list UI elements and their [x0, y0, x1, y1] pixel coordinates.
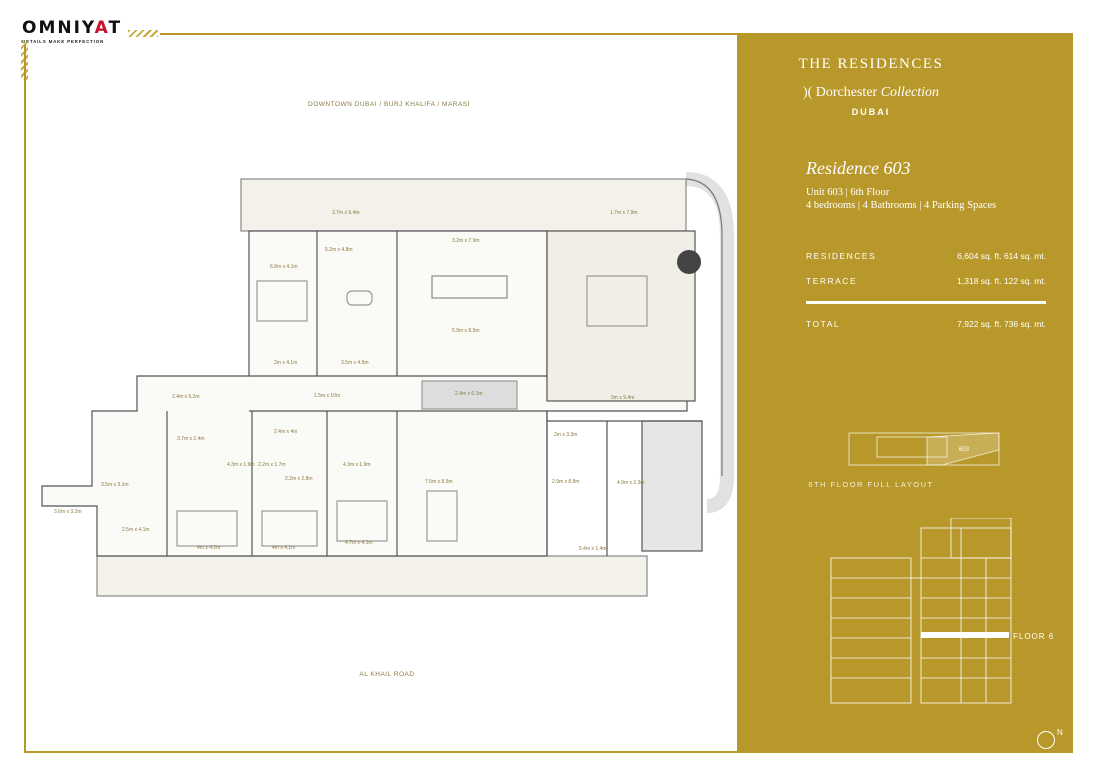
frame-top-rule — [160, 33, 740, 35]
room-dimension: 4.3m x 1.9m — [227, 462, 255, 468]
north-label: N — [1057, 728, 1063, 737]
room-dimension: 2.2m x 2.8m — [285, 476, 313, 482]
brand-name: )( Dorchester Collection — [737, 85, 1005, 101]
room-dimension: 4m x 4.1m — [197, 545, 220, 551]
brand-city: DUBAI — [851, 107, 891, 117]
brand-mark-icon: )( — [802, 85, 813, 100]
room-dimension: 6.8m x 4.1m — [270, 264, 298, 270]
frame-left-rule — [24, 45, 26, 753]
key-plan-caption: 6TH FLOOR FULL LAYOUT — [808, 480, 934, 489]
room-dimension: 5.4m x 1.4m — [579, 546, 607, 552]
room-dimension: 9m x 9.4m — [611, 395, 634, 401]
room-dimension: 3.6m x 3.2m — [54, 509, 82, 515]
brand-name-italic: Collection — [880, 85, 940, 100]
area-value: 1,318 sq. ft. 122 sq. mt. — [957, 276, 1046, 286]
room-dimension: 2.4m x 6.2m — [172, 394, 200, 400]
unit-features: 4 bedrooms | 4 Bathrooms | 4 Parking Spa… — [806, 200, 997, 211]
area-divider — [806, 301, 1046, 304]
room-dimension: 3.5m x 4.5m — [341, 360, 369, 366]
key-plan-unit: 603 — [959, 447, 970, 453]
logo-wordmark: OMNIYAT — [22, 18, 123, 38]
area-value: 6,604 sq. ft. 614 sq. mt. — [957, 251, 1046, 261]
room-dimension: 3.2m x 7.9m — [452, 238, 480, 244]
room-dimension: 3.5m x 3.1m — [101, 482, 129, 488]
room-dimension: 1.7m x 7.9m — [610, 210, 638, 216]
unit-info: Unit 603 | 6th Floor — [806, 187, 890, 198]
area-row-terrace: TERRACE 1,318 sq. ft. 122 sq. mt. — [806, 276, 1046, 286]
area-row-total: TOTAL 7,922 sq. ft. 736 sq. mt. — [806, 319, 1046, 329]
room-dimension: 4.3m x 1.9m — [343, 462, 371, 468]
brand-name-regular: Dorchester — [815, 85, 878, 100]
room-dimension: 1.5m x 10m — [314, 393, 340, 399]
logo-tagline: DETAILS MAKE PERFECTION — [22, 39, 105, 44]
north-arrow-icon — [1037, 731, 1055, 749]
area-label: RESIDENCES — [806, 251, 877, 261]
room-dimension: 5.9m x 8.5m — [452, 328, 480, 334]
street-label-north: DOWNTOWN DUBAI / BURJ KHALIFA / MARASI — [308, 101, 470, 108]
area-label: TOTAL — [806, 319, 841, 329]
decorative-hatch — [128, 30, 158, 37]
omniyat-logo: OMNIYAT DETAILS MAKE PERFECTION — [22, 18, 122, 44]
room-dimension: 2.9m x 8.8m — [552, 479, 580, 485]
info-panel: THE RESIDENCES )( Dorchester Collection … — [737, 33, 1073, 753]
building-elevation — [830, 518, 1012, 704]
room-dimension: 4m x 4.1m — [272, 545, 295, 551]
street-label-south: AL KHAIL ROAD — [359, 671, 414, 678]
room-dimension: 2m x 3.3m — [554, 432, 577, 438]
area-row-residences: RESIDENCES 6,604 sq. ft. 614 sq. mt. — [806, 251, 1046, 261]
area-value: 7,922 sq. ft. 736 sq. mt. — [957, 319, 1046, 329]
room-dimension: 2m x 4.1m — [274, 360, 297, 366]
room-dimension: 4.7m x 4.1m — [345, 540, 373, 546]
room-dimension: 3.7m x 9.4m — [332, 210, 360, 216]
frame-bottom-rule — [24, 751, 740, 753]
key-plan: 603 — [848, 432, 1000, 466]
room-dimension: 4.9m x 2.3m — [617, 480, 645, 486]
brand-title: THE RESIDENCES — [798, 56, 944, 72]
elevation-floor-lines — [831, 528, 1011, 703]
panel-notch — [1073, 33, 1095, 128]
room-dimension: 2.5m x 4.1m — [122, 527, 150, 533]
floor-plan: DOWNTOWN DUBAI / BURJ KHALIFA / MARASI A… — [41, 101, 734, 678]
room-dimension: 3.7m x 2.4m — [177, 436, 205, 442]
room-dimension: 2.4m x 6.1m — [455, 391, 483, 397]
floor-label: FLOOR 6 — [1013, 632, 1055, 641]
floor-6-highlight — [921, 632, 1009, 638]
area-label: TERRACE — [806, 276, 858, 286]
room-dimension: 2.2m x 1.7m — [258, 462, 286, 468]
room-dimension: 7.5m x 8.5m — [425, 479, 453, 485]
room-dimension: 5.2m x 4.8m — [325, 247, 353, 253]
residence-name: Residence 603 — [806, 158, 911, 178]
room-dimension: 2.4m x 4m — [274, 429, 297, 435]
